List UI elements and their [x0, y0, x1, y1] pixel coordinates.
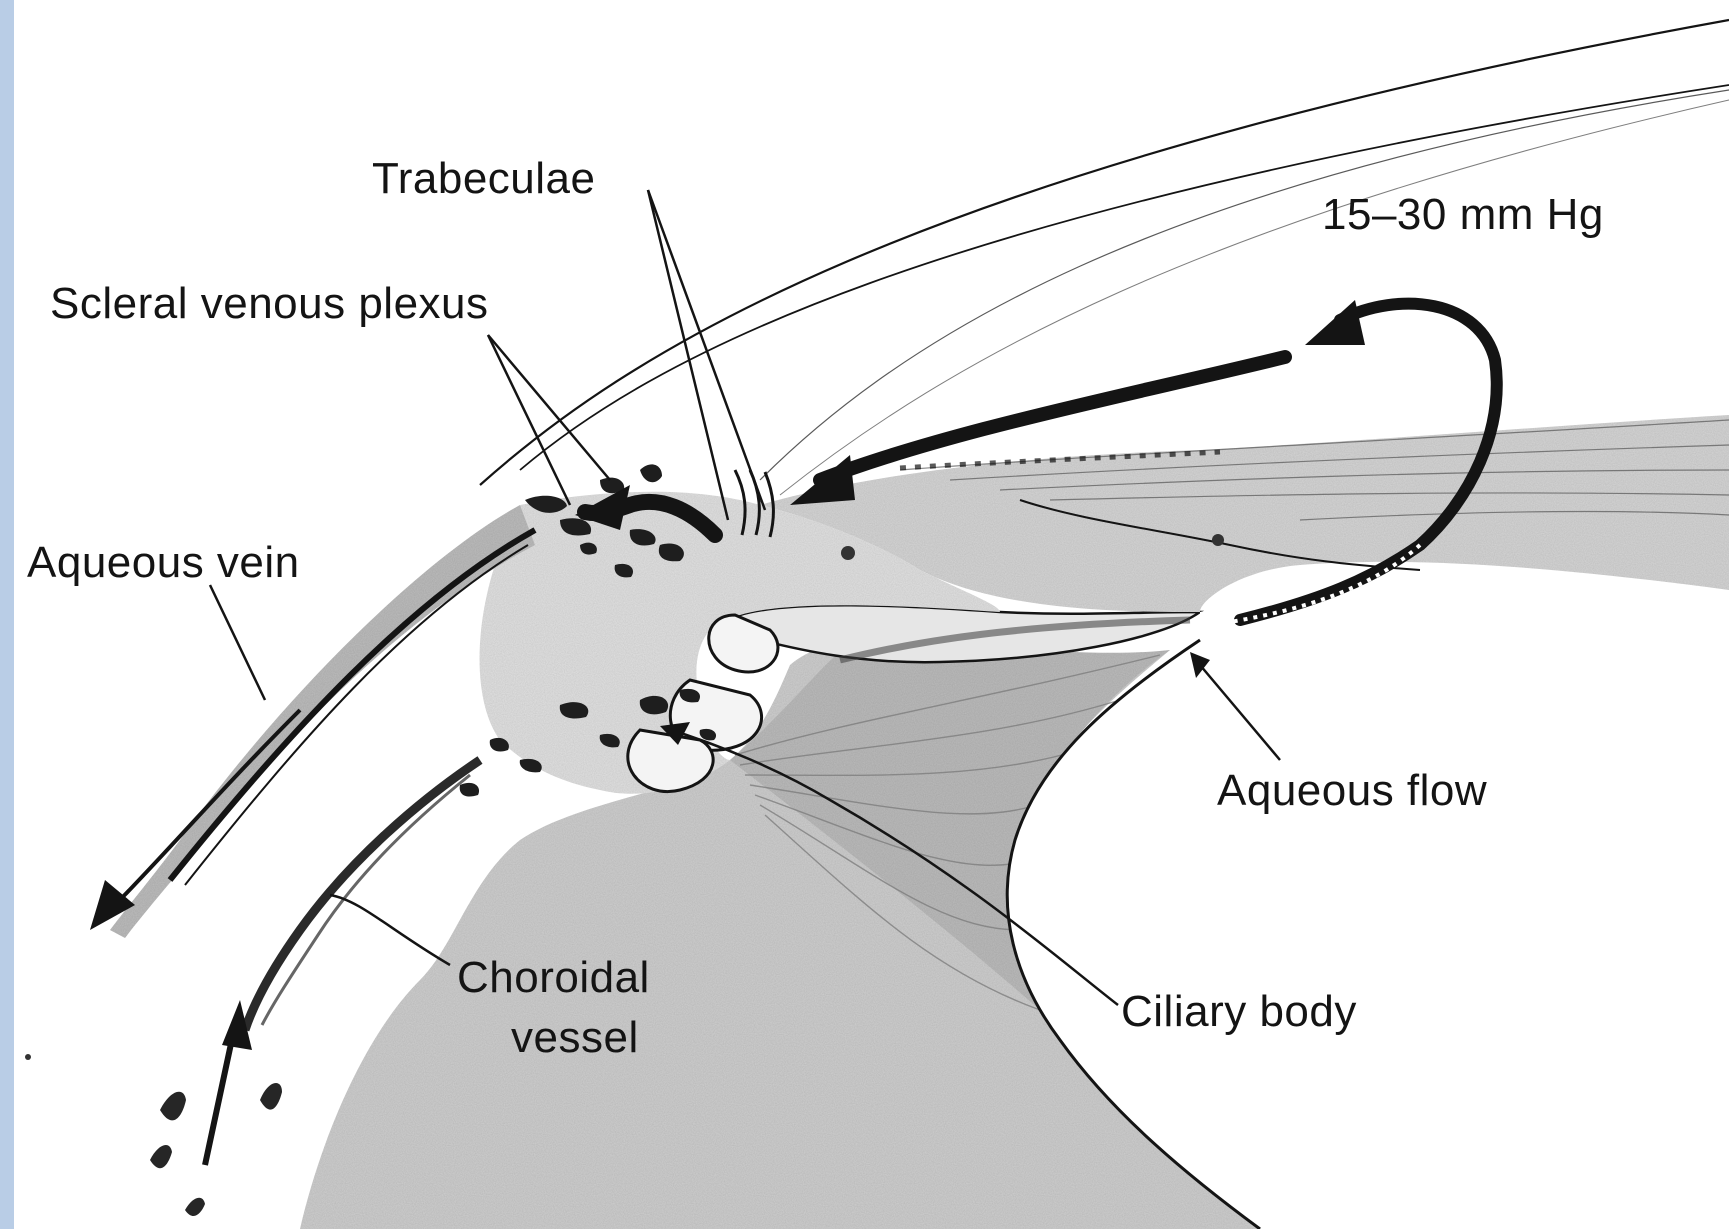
- aqueous-vein-channel-inner: [185, 545, 528, 885]
- label-pressure: 15–30 mm Hg: [1322, 193, 1604, 237]
- label-aqueous-vein: Aqueous vein: [27, 541, 300, 585]
- stroma-nodule: [841, 546, 855, 560]
- stroma-nodule: [1212, 534, 1224, 546]
- label-trabeculae: Trabeculae: [372, 157, 596, 201]
- aqueous-vein-outflow-arrow: [110, 710, 300, 910]
- stray-dot: [25, 1054, 31, 1060]
- label-aqueous-flow: Aqueous flow: [1217, 769, 1487, 813]
- label-choroidal-vessel-line2: vessel: [511, 1016, 639, 1060]
- cornea-arcs: [480, 20, 1729, 495]
- label-choroidal-vessel-line1: Choroidal: [457, 956, 650, 1000]
- label-ciliary-body: Ciliary body: [1121, 990, 1357, 1034]
- pressure-arrowhead: [1305, 300, 1365, 345]
- label-scleral-venous-plexus: Scleral venous plexus: [50, 282, 489, 326]
